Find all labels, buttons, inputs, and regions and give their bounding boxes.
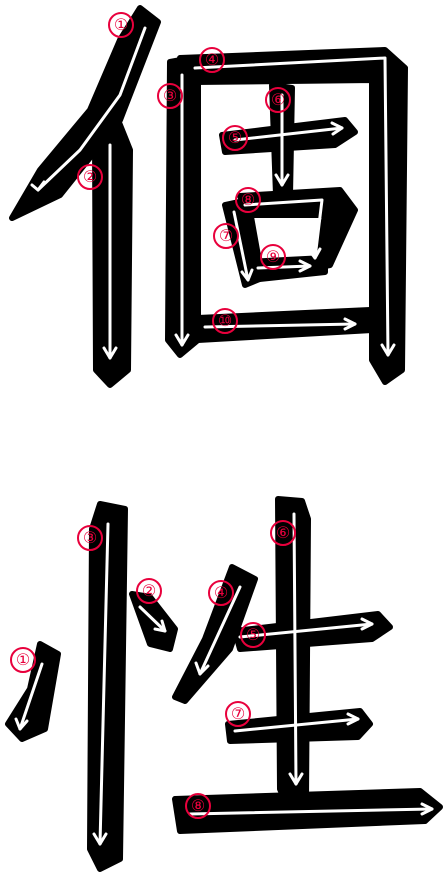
stroke-number-label: ⑥: [265, 87, 291, 113]
stroke-number-label: ①: [10, 647, 36, 673]
stroke-number-label: ①: [108, 12, 134, 38]
stroke-number-label: ⑦: [225, 701, 251, 727]
stroke-number-label: ②: [77, 164, 103, 190]
stroke-order-diagram-ko: [9, 5, 408, 388]
kanji-panel-sei: 性 ① ② ③ ④ ⑤ ⑥ ⑦: [0, 439, 446, 877]
stroke-number-label: ⑧: [235, 187, 261, 213]
stroke-number-label: ⑩: [212, 308, 238, 334]
kanji-panel-ko: 個: [0, 0, 446, 438]
stroke-number-label: ③: [157, 83, 183, 109]
stroke-number-label: ⑨: [260, 244, 286, 270]
stroke-number-label: ⑤: [222, 125, 248, 151]
stroke-number-label: ⑦: [213, 223, 239, 249]
stroke-number-label: ③: [77, 525, 103, 551]
stroke-number-label: ⑤: [240, 622, 266, 648]
stroke-number-label: ⑥: [270, 520, 296, 546]
stroke-number-label: ⑧: [185, 793, 211, 819]
stroke-number-label: ④: [199, 47, 225, 73]
stroke-number-label: ④: [208, 580, 234, 606]
stroke-number-label: ②: [136, 578, 162, 604]
stroke-order-diagram-sei: [5, 496, 443, 872]
